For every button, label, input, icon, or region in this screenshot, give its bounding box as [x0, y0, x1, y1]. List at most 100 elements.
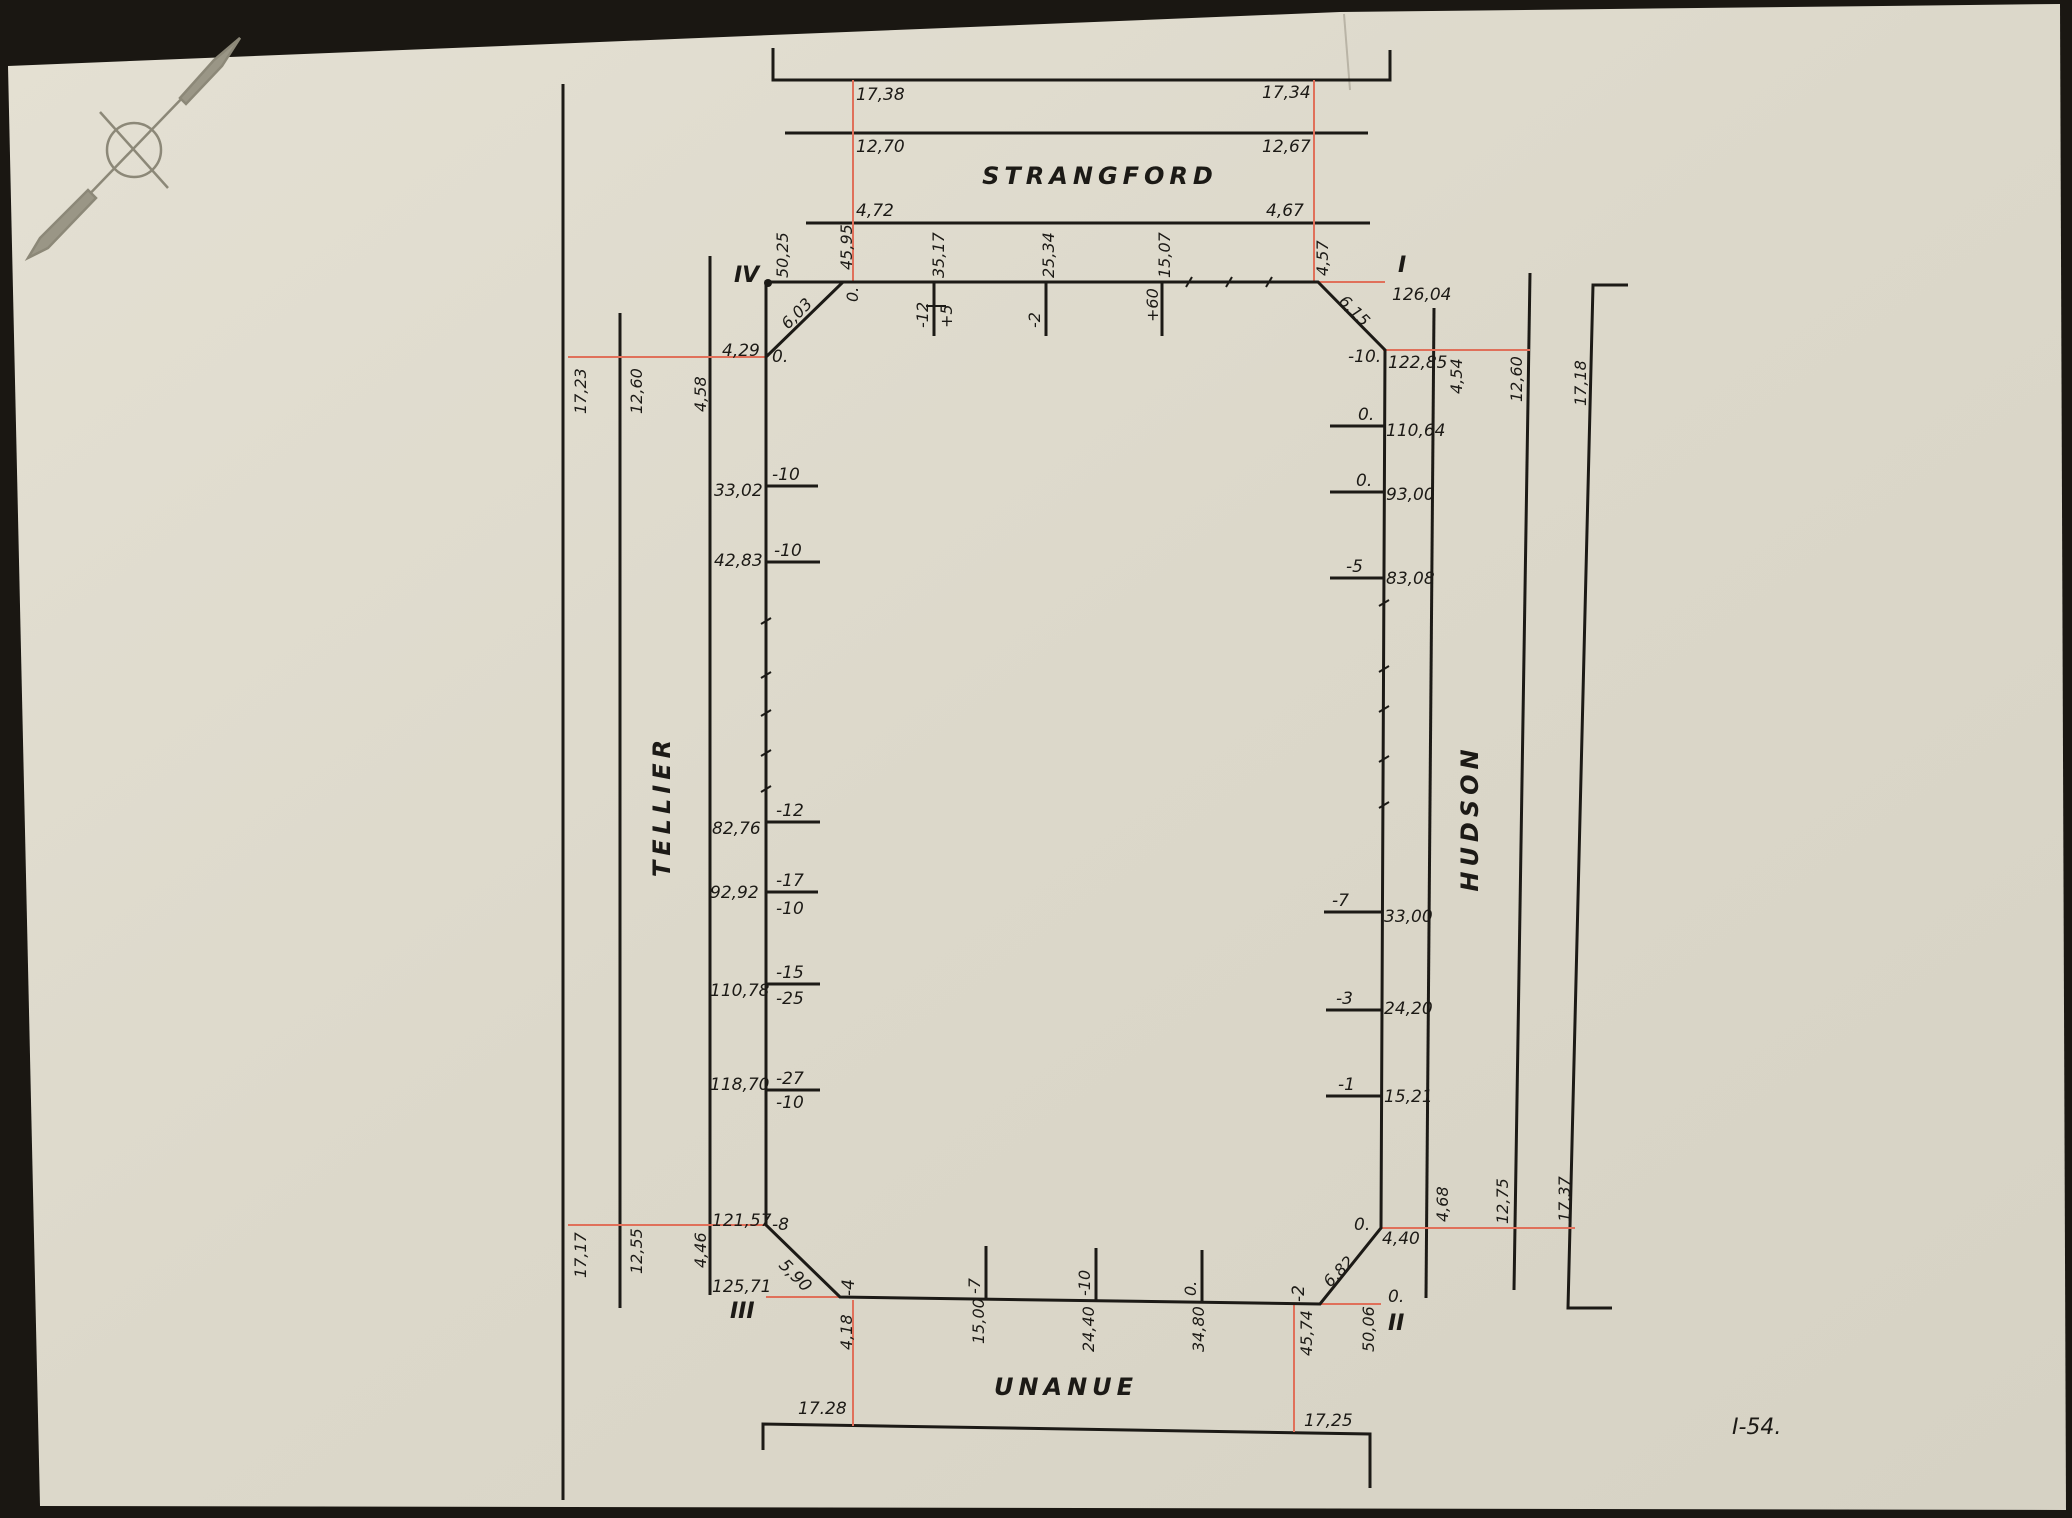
- south-tick-label: 0.: [1181, 1281, 1200, 1296]
- east-tick-label: 0.: [1356, 471, 1372, 491]
- west-tick-label: -27: [776, 1069, 804, 1089]
- north-corner-nw-station: 50,25: [773, 232, 792, 278]
- north-tick-station: 25,34: [1039, 232, 1058, 278]
- south-station-left: 4,18: [837, 1314, 856, 1350]
- east-tick-station: 24,20: [1384, 999, 1433, 1019]
- west-start-station: 4,29: [722, 341, 760, 361]
- corner-label-se: II: [1388, 1311, 1404, 1336]
- west-tick-label: -10: [772, 465, 800, 485]
- north-tick-station: 15,07: [1155, 231, 1174, 278]
- west-tick-label-below: -25: [776, 989, 804, 1009]
- south-width-right: 17,25: [1304, 1411, 1353, 1431]
- west-width-top: 4,58: [691, 376, 710, 412]
- west-width-bottom: 17,17: [571, 1231, 590, 1278]
- west-width-bottom: 4,46: [691, 1232, 710, 1268]
- north-tick-station: 35,17: [929, 231, 948, 278]
- corner-label-sw: III: [730, 1299, 755, 1324]
- west-width-bottom: 12,55: [627, 1228, 646, 1274]
- east-start-label: -10.: [1348, 347, 1381, 367]
- south-tick-label: -10: [1075, 1270, 1094, 1296]
- south-tick-label: -7: [965, 1277, 984, 1294]
- edge-hatch-marks: [760, 276, 1390, 809]
- north-width-right: 12,67: [1262, 137, 1311, 157]
- north-station-left: 45,95: [837, 224, 856, 270]
- west-tick-label: -15: [776, 963, 804, 983]
- north-tick-label: +5: [937, 304, 956, 328]
- east-width-top: 17,18: [1571, 360, 1590, 406]
- north-arrow-icon: [24, 37, 242, 262]
- paper-background: [8, 4, 2066, 1510]
- west-tick-label-below: -10: [776, 899, 804, 919]
- east-tick-station: 93,00: [1386, 485, 1435, 505]
- east-inner-line: [1424, 307, 1436, 1299]
- nw-corner-point: [764, 279, 772, 287]
- west-start-label: 0.: [772, 347, 788, 367]
- east-width-top: 4,54: [1447, 358, 1466, 394]
- west-width-top: 12,60: [627, 368, 646, 414]
- corner-label-nw: IV: [734, 263, 761, 288]
- street-name-east: HUDSON: [1456, 744, 1484, 891]
- south-station-right: 45,74: [1297, 1310, 1316, 1356]
- red-dimension-lines: [568, 80, 1575, 1432]
- east-tick-station: 83,08: [1386, 569, 1435, 589]
- west-width-top: 17,23: [571, 368, 590, 414]
- street-name-south: UNANUE: [994, 1373, 1138, 1401]
- east-tick-label: -7: [1332, 891, 1349, 911]
- west-end-station: 125,71: [712, 1277, 771, 1297]
- south-tick-station: 24,40: [1079, 1306, 1098, 1352]
- east-tick-station: 15,21: [1384, 1087, 1433, 1107]
- east-tick-label: -1: [1338, 1075, 1355, 1095]
- north-tick-label: +60: [1143, 288, 1162, 322]
- north-tick-label: -12: [913, 302, 932, 328]
- north-width-left: 17,38: [856, 85, 905, 105]
- south-bottom-bracket: [761, 1422, 1372, 1488]
- west-tick-station: 42,83: [714, 551, 763, 571]
- east-width-bottom: 4,68: [1433, 1186, 1452, 1222]
- east-end-label: 0.: [1354, 1215, 1370, 1235]
- west-tick-station: 92,92: [710, 883, 759, 903]
- west-tick-station: 118,70: [710, 1075, 769, 1095]
- south-start-label: -4: [839, 1279, 859, 1296]
- east-width-bottom: 17,37: [1555, 1175, 1574, 1222]
- north-station-right: 4,57: [1313, 240, 1332, 276]
- west-tick-station: 33,02: [714, 481, 763, 501]
- east-outer-bracket: [1566, 283, 1628, 1310]
- north-width-left: 4,72: [856, 201, 894, 221]
- east-tick-label: -3: [1336, 989, 1353, 1009]
- west-tick-label: -17: [776, 871, 804, 891]
- east-tick-label: 0.: [1358, 405, 1374, 425]
- south-width-left: 17.28: [798, 1399, 847, 1419]
- street-name-west: TELLIER: [648, 735, 676, 877]
- street-name-north: STRANGFORD: [982, 162, 1218, 190]
- east-width-top: 12,60: [1507, 356, 1526, 402]
- south-tick-station: 34,80: [1189, 1306, 1208, 1352]
- east-width-bottom: 12,75: [1493, 1178, 1512, 1224]
- north-zero-nw: 0.: [843, 287, 862, 302]
- north-width-right: 4,67: [1266, 201, 1304, 221]
- east-mid-line: [1512, 272, 1532, 1291]
- west-tick-station: 82,76: [712, 819, 761, 839]
- south-end-label: -2: [1289, 1285, 1309, 1302]
- west-tick-label: -12: [776, 801, 804, 821]
- north-width-left: 12,70: [856, 137, 905, 157]
- west-tick-label: -8: [772, 1215, 789, 1235]
- block-outline: [764, 280, 1387, 1306]
- west-tick-label-below: -10: [776, 1093, 804, 1113]
- south-corner-se-station: 50,06: [1359, 1306, 1378, 1352]
- east-tick-station: 33,00: [1384, 907, 1433, 927]
- east-tick-station: 110,64: [1386, 421, 1445, 441]
- west-tick-station: 110,78: [710, 981, 770, 1001]
- north-tick-label: -2: [1025, 312, 1044, 328]
- corner-label-ne: I: [1398, 253, 1406, 278]
- north-top-bracket: [771, 48, 1392, 82]
- south-tick-station: 15,00: [969, 1298, 988, 1344]
- east-corner-station: 126,04: [1392, 285, 1451, 305]
- east-start-station: 122,85: [1388, 353, 1447, 373]
- north-width-right: 17,34: [1262, 83, 1311, 103]
- west-tick-station: 121,57: [712, 1211, 772, 1231]
- paper-fold: [1343, 13, 1351, 91]
- west-tick-label: -10: [774, 541, 802, 561]
- east-end-station: 4,40: [1382, 1229, 1420, 1249]
- east-tick-label: -5: [1346, 557, 1363, 577]
